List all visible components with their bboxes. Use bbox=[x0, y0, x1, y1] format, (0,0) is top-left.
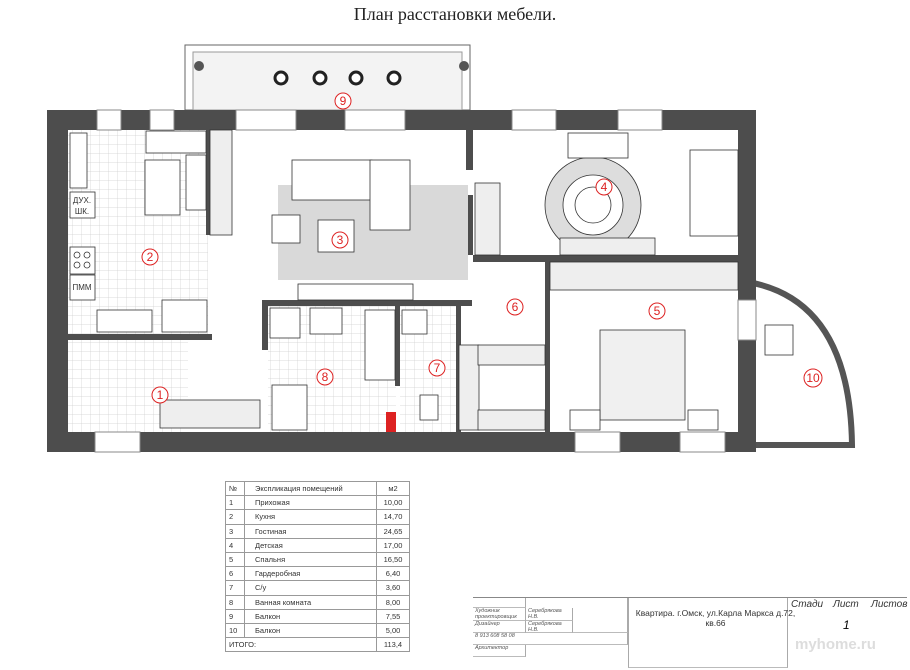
header-number: № bbox=[225, 480, 245, 497]
row-area: 14,70 bbox=[376, 509, 410, 525]
room-marker-2: 2 bbox=[141, 248, 159, 266]
row-number: 9 bbox=[225, 608, 245, 624]
balcony-10 bbox=[745, 278, 856, 448]
row-room: Гостиная bbox=[244, 523, 377, 539]
row-room: Детская bbox=[244, 537, 377, 553]
page-title: План расстановки мебели. bbox=[353, 4, 557, 24]
svg-text:9: 9 bbox=[340, 94, 347, 108]
living-furniture bbox=[209, 129, 468, 301]
row-room: Гардеробная bbox=[244, 566, 377, 582]
row-number: 1 bbox=[225, 495, 245, 511]
room-marker-6: 6 bbox=[506, 298, 524, 316]
row-area: 24,65 bbox=[376, 523, 410, 539]
room-marker-10: 10 bbox=[803, 368, 823, 388]
row-area: 6,40 bbox=[376, 566, 410, 582]
title-block: Художник проектировщик Серебрякова Н.В. … bbox=[473, 597, 907, 668]
role-1: Художник проектировщик bbox=[473, 608, 526, 621]
project-address: Квартира. г.Омск, ул.Карла Маркса д.72, … bbox=[635, 608, 796, 628]
svg-text:8: 8 bbox=[322, 370, 329, 384]
signature-cell bbox=[573, 598, 628, 633]
row-room: Кухня bbox=[244, 509, 377, 525]
table-total-row: ИТОГО:113,4 bbox=[225, 637, 410, 653]
svg-text:6: 6 bbox=[512, 300, 519, 314]
title-block-cell bbox=[473, 598, 526, 608]
row-number: 6 bbox=[225, 566, 245, 582]
row-number: 2 bbox=[225, 509, 245, 525]
balcony-9 bbox=[184, 44, 471, 111]
row-area: 5,00 bbox=[376, 622, 410, 639]
bathroom-furniture bbox=[159, 307, 546, 432]
row-room: Балкон bbox=[244, 622, 377, 639]
watermark: myhome.ru bbox=[795, 636, 876, 653]
svg-text:4: 4 bbox=[601, 180, 608, 194]
sheet-label: Лист bbox=[833, 599, 859, 610]
room-marker-5: 5 bbox=[648, 302, 666, 320]
stage-label: Стади bbox=[791, 599, 824, 610]
row-room: Прихожая bbox=[244, 495, 377, 511]
row-number: 8 bbox=[225, 594, 245, 610]
row-area: 16,50 bbox=[376, 551, 410, 568]
row-number: 4 bbox=[225, 537, 245, 553]
row-number: 7 bbox=[225, 580, 245, 596]
svg-text:10: 10 bbox=[806, 371, 820, 385]
role-3: Архитектор bbox=[473, 645, 526, 657]
svg-text:1: 1 bbox=[157, 388, 164, 402]
kitchen-furniture bbox=[69, 130, 208, 333]
windows bbox=[94, 109, 757, 453]
row-area: 10,00 bbox=[376, 495, 410, 511]
row-room: С/у bbox=[244, 580, 377, 596]
room-marker-3: 3 bbox=[331, 231, 349, 249]
oven-label: ДУХ. bbox=[73, 196, 91, 205]
header-room: Экспликация помещений bbox=[244, 480, 377, 497]
address-cell bbox=[628, 598, 788, 668]
room-marker-7: 7 bbox=[428, 359, 446, 377]
row-room: Спальня bbox=[244, 551, 377, 568]
row-area: 3,60 bbox=[376, 580, 410, 596]
svg-text:3: 3 bbox=[337, 233, 344, 247]
room-marker-1: 1 bbox=[151, 386, 169, 404]
row-number: 5 bbox=[225, 551, 245, 568]
total-label: ИТОГО: bbox=[225, 637, 377, 653]
phone: 8 913 608 58 08 bbox=[473, 633, 628, 645]
row-area: 7,55 bbox=[376, 608, 410, 624]
room-marker-8: 8 bbox=[316, 368, 334, 386]
room-marker-4: 4 bbox=[595, 178, 613, 196]
role-2: Дизайнер bbox=[473, 621, 526, 633]
svg-text:7: 7 bbox=[434, 361, 441, 375]
row-room: Балкон bbox=[244, 608, 377, 624]
svg-text:5: 5 bbox=[654, 304, 661, 318]
svg-text:2: 2 bbox=[147, 250, 154, 264]
total-value: 113,4 bbox=[376, 637, 410, 653]
row-number: 10 bbox=[225, 622, 245, 639]
row-room: Ванная комната bbox=[244, 594, 377, 610]
children-furniture bbox=[474, 132, 739, 256]
name-2: Серебрякова Н.В. bbox=[526, 621, 573, 633]
room-marker-9: 9 bbox=[334, 92, 352, 110]
header-area: м2 bbox=[376, 480, 410, 497]
row-number: 3 bbox=[225, 523, 245, 539]
row-area: 17,00 bbox=[376, 537, 410, 553]
sheet-number: 1 bbox=[843, 618, 850, 632]
oven-label-2: ШК. bbox=[75, 207, 89, 216]
bedroom-furniture bbox=[549, 261, 794, 431]
sheets-label: Листов bbox=[871, 599, 908, 610]
row-area: 8,00 bbox=[376, 594, 410, 610]
dishwasher-label: ПММ bbox=[72, 283, 91, 292]
name-1: Серебрякова Н.В. bbox=[526, 608, 573, 621]
